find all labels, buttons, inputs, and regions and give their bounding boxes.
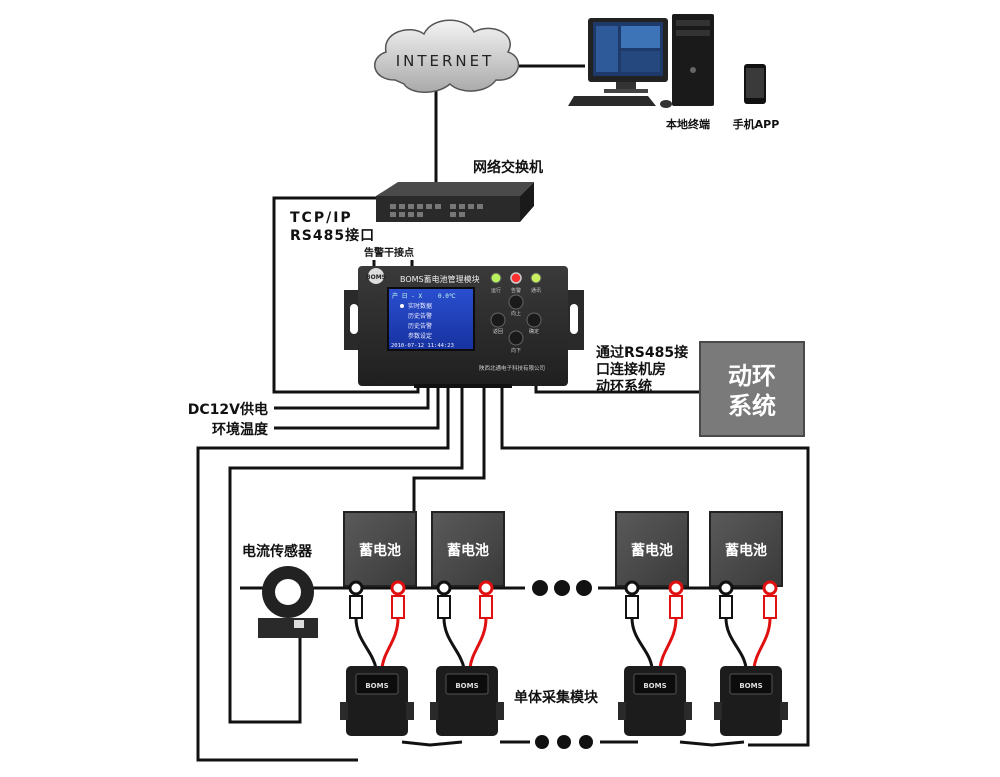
module-logo: BOMS [365, 682, 388, 690]
tcp-ip-label: TCP/IP [290, 210, 353, 226]
screen-top-right: 0.0℃ [438, 293, 456, 300]
alarm-led-label: 告警 [511, 287, 521, 294]
rs485-env-label-line1: 通过RS485接 [596, 344, 688, 361]
screen-menu-item: 历史告警 [408, 322, 432, 330]
run-led-label: 运行 [491, 287, 501, 294]
confirm-key-label: 确定 [529, 328, 539, 335]
screen-cursor [400, 304, 404, 308]
rs485-interface-label: RS485接口 [290, 227, 375, 244]
screen-menu-item: 历史告警 [408, 312, 432, 320]
alarm-contact-label: 告警干接点 [364, 246, 414, 259]
network-switch: 网络交换机 [376, 159, 543, 222]
battery-3: 蓄电池 [615, 511, 689, 587]
run-led [490, 272, 502, 284]
battery-1: 蓄电池 [343, 511, 417, 587]
terminal-pair [624, 580, 684, 619]
internet-label: INTERNET [396, 52, 495, 70]
up-key-label: 向上 [511, 310, 521, 317]
internet-cloud: INTERNET [374, 19, 520, 93]
confirm-key [526, 312, 542, 328]
device-title: BOMS蓄电池管理模块 [400, 274, 480, 284]
screen-top-left: 产 日 - X [392, 292, 422, 300]
module-ellipsis [535, 735, 593, 749]
battery-label: 蓄电池 [725, 542, 767, 559]
mobile-phone: 手机APP [733, 64, 780, 131]
cell-module-1: BOMS [340, 666, 414, 736]
down-key [508, 330, 524, 346]
back-key [490, 312, 506, 328]
device-logo: BOMS [366, 274, 386, 281]
current-sensor-label: 电流传感器 [242, 543, 313, 560]
rs485-env-label-line3: 动环系统 [596, 378, 652, 395]
battery-2: 蓄电池 [431, 511, 505, 587]
env-system-box: 动环 系统 [699, 341, 805, 437]
env-system-line1: 动环 [728, 362, 776, 390]
battery-label: 蓄电池 [359, 542, 401, 559]
current-sensor: 电流传感器 [242, 543, 318, 638]
module-logo: BOMS [739, 682, 762, 690]
env-temp-label: 环境温度 [212, 421, 269, 438]
battery-4: 蓄电池 [709, 511, 783, 587]
desktop-computer: 本地终端 [568, 14, 714, 131]
back-key-label: 返回 [493, 328, 503, 335]
mobile-app-label: 手机APP [733, 117, 780, 131]
terminal-pair [718, 580, 778, 619]
screen-menu-item: 实时数据 [408, 302, 432, 310]
battery-terminals [348, 580, 778, 619]
module-logo: BOMS [455, 682, 478, 690]
battery-label: 蓄电池 [447, 542, 489, 559]
device-footer: 陕西北通电子科技有限公司 [479, 364, 545, 372]
env-system-line2: 系统 [728, 392, 776, 420]
boms-device: BOMS BOMS蓄电池管理模块 产 日 - X 0.0℃ 实时数据 历史告警 … [344, 266, 584, 388]
alarm-led [510, 272, 522, 284]
cell-module-2: BOMS [430, 666, 504, 736]
screen-datetime: 2010-07-12 11:44:23 [391, 343, 454, 349]
switch-label: 网络交换机 [473, 159, 543, 176]
down-key-label: 向下 [511, 347, 521, 354]
local-terminal-label: 本地终端 [666, 117, 710, 131]
device-screen [387, 287, 475, 351]
battery-label: 蓄电池 [631, 542, 673, 559]
cell-module-label: 单体采集模块 [514, 689, 599, 706]
screen-menu-item: 参数设定 [408, 332, 432, 340]
dc12v-label: DC12V供电 [188, 401, 268, 418]
switch-ports [390, 204, 483, 217]
battery-ellipsis [532, 580, 592, 596]
comm-led-label: 通讯 [531, 287, 541, 294]
sense-wires [354, 617, 772, 669]
module-logo: BOMS [643, 682, 666, 690]
cell-module-3: BOMS [618, 666, 692, 736]
comm-led [530, 272, 542, 284]
rs485-env-label-line2: 口连接机房 [596, 361, 666, 378]
up-key [508, 294, 524, 310]
cell-module-4: BOMS [714, 666, 788, 736]
